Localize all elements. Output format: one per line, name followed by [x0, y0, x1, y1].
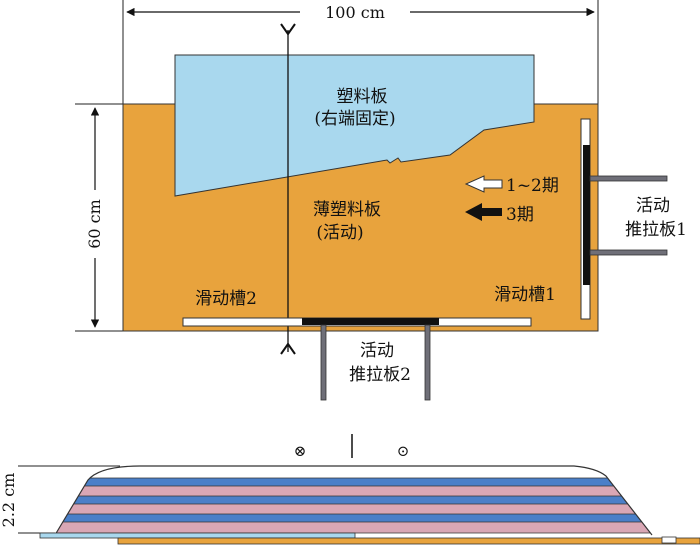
section-line — [280, 23, 296, 355]
solid-arrow-icon — [465, 203, 502, 221]
push-rod-1-top — [589, 175, 668, 182]
stage-3-label: 3期 — [506, 205, 534, 225]
section-base-slot — [661, 536, 677, 544]
push-rod-1-bottom — [589, 249, 668, 256]
push-plate-2 — [302, 318, 439, 325]
width-dimension-label: 100 cm — [325, 3, 385, 22]
section-outline — [54, 465, 653, 536]
width-dimension: 100 cm — [122, 0, 599, 118]
fixed-plastic-plate — [174, 54, 535, 197]
thin-plate-note: (活动) — [316, 223, 363, 243]
height-dimension: 60 cm — [75, 103, 123, 332]
thickness-dimension: 2.2 cm — [0, 465, 120, 534]
push-plate-2-line1: 活动 — [360, 341, 394, 361]
sliding-slot-1-label: 滑动槽1 — [494, 285, 556, 305]
into-page-symbol: ⊗ — [294, 442, 307, 460]
push-plate-1-line2: 推拉板1 — [625, 220, 687, 240]
height-dimension-label: 60 cm — [85, 199, 104, 249]
out-of-page-symbol: ⊙ — [397, 442, 410, 460]
layered-sediment-section — [55, 466, 652, 535]
push-plate-1-line1: 活动 — [636, 196, 670, 216]
push-rod-2-left — [320, 324, 327, 401]
thickness-label: 2.2 cm — [0, 473, 18, 528]
thin-plate-title: 薄塑料板 — [313, 200, 381, 220]
stage-1-2-label: 1~2期 — [506, 176, 559, 196]
fixed-plate-title: 塑料板 — [337, 87, 388, 107]
hollow-arrow-icon — [464, 175, 503, 193]
push-rod-2-right — [424, 324, 431, 401]
fixed-plate-note: (右端固定) — [314, 109, 395, 129]
push-plate-1 — [583, 145, 590, 285]
section-base-left — [39, 532, 356, 539]
section-base-right — [117, 537, 700, 545]
sliding-slot-2-label: 滑动槽2 — [195, 289, 257, 309]
push-plate-2-line2: 推拉板2 — [349, 365, 411, 385]
